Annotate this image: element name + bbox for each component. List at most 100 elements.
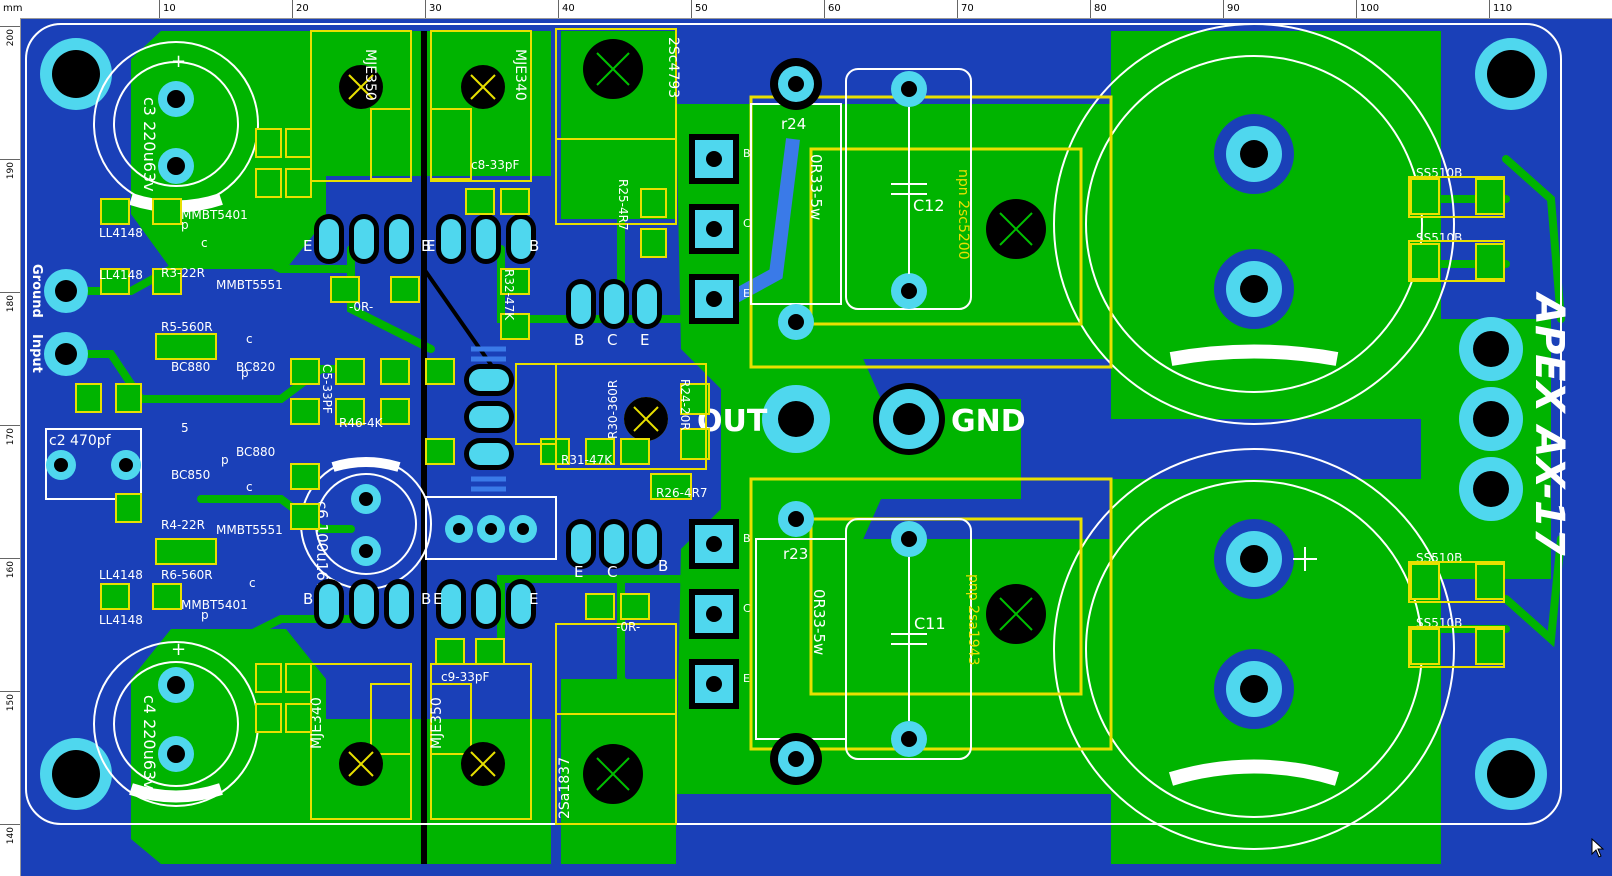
p2-label: p (241, 366, 249, 380)
out-pad[interactable] (762, 385, 830, 453)
to92-pads[interactable] (314, 579, 414, 629)
p1-label: p (181, 218, 189, 232)
ruler-tick: 70 (957, 0, 974, 18)
smd-pads[interactable] (75, 128, 1505, 733)
capacitor-c2[interactable] (45, 428, 142, 500)
to92-pads[interactable] (566, 519, 662, 569)
c12-label: C12 (913, 196, 945, 215)
r25-label: R25-4R7 (616, 179, 630, 231)
output-pad-c-bot[interactable] (689, 589, 739, 639)
capacitor-c12[interactable] (891, 71, 927, 309)
mje3-label: MJE340 (309, 697, 325, 749)
filter-capacitor-bottom[interactable] (1053, 448, 1455, 850)
mmb4-label: MMBT5401 (181, 598, 248, 612)
mmb1-label: MMBT5401 (181, 208, 248, 222)
input-pad[interactable] (44, 332, 88, 376)
to92-pads[interactable] (436, 214, 536, 264)
bce2-b-label: B (658, 557, 668, 575)
bce2-c-label: C (607, 563, 617, 581)
filter-capacitor-top[interactable] (1053, 23, 1455, 425)
vertical-ruler[interactable]: 200 190 180 170 160 150 140 (0, 18, 21, 876)
ll4-label: LL4148 (99, 613, 143, 627)
pnp-mount-hole (985, 583, 1047, 645)
ohm1-label: 0R33-5w (807, 154, 825, 220)
power-terminal-pad[interactable] (1459, 317, 1523, 381)
output-pad-b-bot[interactable] (689, 519, 739, 569)
mounting-hole[interactable] (40, 38, 112, 110)
capacitor-c11[interactable] (891, 521, 927, 757)
bc2-label: BC820 (236, 360, 275, 374)
bce-e-label: E (640, 331, 649, 349)
output-pad-c-top[interactable] (689, 204, 739, 254)
transistor-mje-top-left[interactable] (310, 30, 412, 182)
ss2-label: SS510B (1416, 231, 1462, 245)
q-b1-label: B (743, 147, 751, 160)
ruler-tick: 190 (0, 159, 20, 179)
output-pad-e-bot[interactable] (689, 659, 739, 709)
output-transistor-npn[interactable] (749, 68, 1113, 369)
npn-mount-hole (985, 198, 1047, 260)
q-b2-label: B (743, 532, 751, 545)
horizontal-ruler[interactable]: mm 10 20 30 40 50 60 70 80 90 100 110 (0, 0, 1612, 19)
five-label: 5 (181, 421, 189, 435)
svg-text:+: + (171, 51, 186, 72)
ground-pad[interactable] (44, 269, 88, 313)
r32-label: R32-47K (502, 269, 516, 321)
or2-label: -0R- (616, 620, 640, 634)
bc1-label: BC880 (171, 360, 210, 374)
mounting-hole[interactable] (40, 738, 112, 810)
to92-pads[interactable] (566, 279, 662, 329)
output-pad-b-top[interactable] (689, 134, 739, 184)
output-round-pad[interactable] (770, 733, 822, 785)
to92-pads[interactable] (436, 579, 536, 629)
bc4-label: BC850 (171, 468, 210, 482)
output-pad-e-top[interactable] (689, 274, 739, 324)
bce-c-label: C (607, 331, 617, 349)
mmb2-label: MMBT5551 (216, 278, 283, 292)
thermal-sensor[interactable] (623, 396, 669, 442)
mje-mount-hole (460, 741, 506, 787)
q-c1-label: C (743, 217, 751, 230)
power-terminal-pad[interactable] (1459, 387, 1523, 451)
ruler-tick: 60 (824, 0, 841, 18)
ll2-label: LL4148 (99, 268, 143, 282)
ruler-tick: 50 (691, 0, 708, 18)
to92-pads[interactable] (314, 214, 414, 264)
r4-label: R4-22R (161, 518, 205, 532)
sa-label: 2Sa1837 (557, 757, 573, 819)
r24-label: r24 (781, 115, 806, 133)
ohm2-label: 0R33-5w (810, 589, 828, 655)
transistor-2sa1837[interactable] (555, 623, 677, 825)
gnd-pad[interactable] (873, 383, 945, 455)
r3-label: R3-22R (161, 266, 205, 280)
b-bot-left-label: B (303, 590, 313, 608)
mounting-hole[interactable] (1475, 38, 1547, 110)
vbe-multiplier-pads[interactable] (464, 364, 514, 470)
r5-label: R5-560R (161, 320, 213, 334)
pcb-canvas[interactable]: OUT GND APEX AX-17 Ground Input + c3 220… (21, 19, 1612, 876)
output-transistor-pnp[interactable] (749, 477, 1113, 760)
pcb-layout[interactable]: OUT GND APEX AX-17 Ground Input + c3 220… (21, 19, 1612, 876)
q-e1-label: E (743, 287, 750, 300)
trimmer-pads[interactable] (425, 496, 557, 560)
or1-label: -0R- (349, 300, 373, 314)
ruler-tick: 100 (1356, 0, 1379, 18)
transistor-mje-top-mid[interactable] (430, 30, 532, 182)
b-top-left-label: B (421, 237, 431, 255)
r46-label: R46-4K (339, 416, 384, 430)
mounting-hole[interactable] (1475, 738, 1547, 810)
pnp-label: pnp 2sa1943 (965, 574, 981, 666)
output-round-pad[interactable] (770, 58, 822, 110)
power-terminal-pad[interactable] (1459, 457, 1523, 521)
ruler-tick: 150 (0, 691, 20, 711)
ruler-tick: 20 (292, 0, 309, 18)
capacitor-c3[interactable]: + (93, 41, 259, 213)
transistor-mje-bot-left[interactable] (310, 663, 412, 820)
ground-label: Ground (29, 264, 44, 318)
c8-label: c8-33pF (471, 158, 519, 172)
output-round-pad[interactable] (778, 501, 814, 537)
output-round-pad[interactable] (778, 304, 814, 340)
capacitor-c6[interactable] (300, 457, 432, 590)
transistor-2sc4793[interactable] (555, 28, 677, 225)
